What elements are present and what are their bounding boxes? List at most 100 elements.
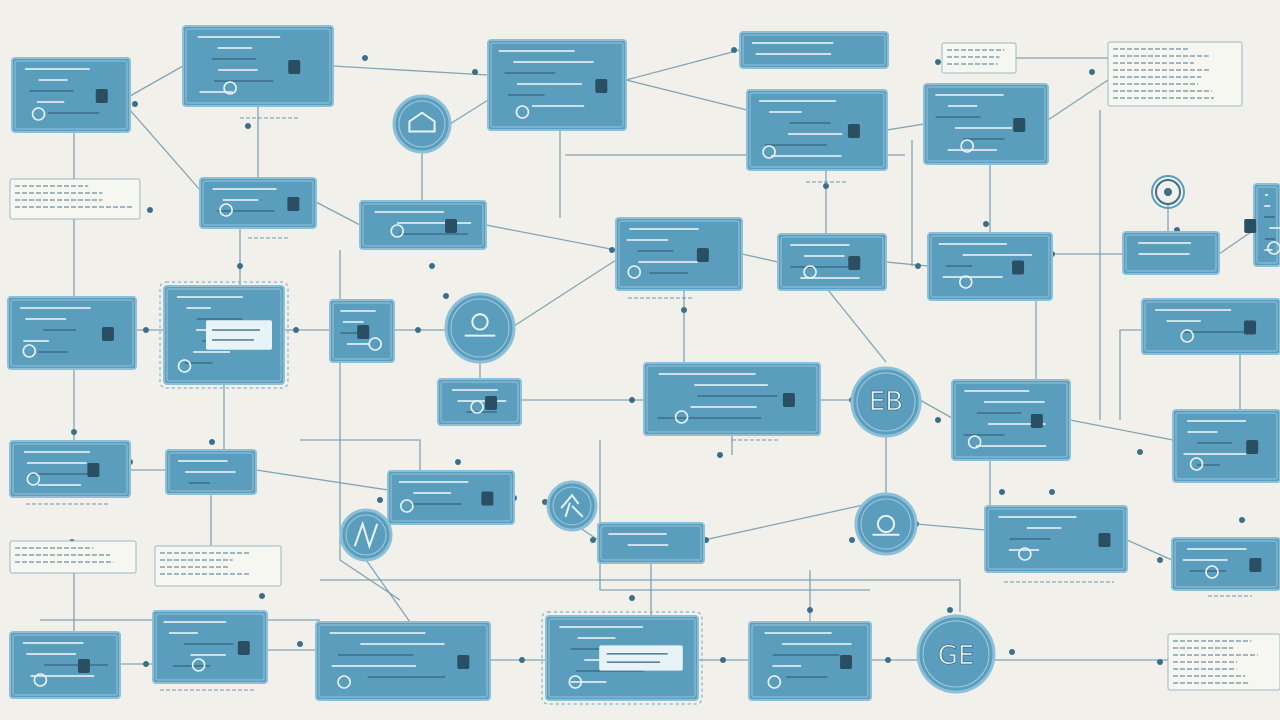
flow-node-box <box>984 505 1128 573</box>
connector-line <box>915 523 986 531</box>
connector-dot <box>415 327 421 333</box>
connector-line <box>485 224 617 251</box>
flow-node-box <box>1171 537 1280 591</box>
flow-node-circle <box>1151 175 1185 209</box>
connector-dot <box>1157 659 1163 665</box>
flow-node-box <box>1141 298 1280 355</box>
flow-node-box <box>746 89 888 171</box>
flow-node-box <box>615 217 743 291</box>
connector-dot <box>731 47 737 53</box>
connector-dot <box>1239 517 1245 523</box>
connector-dot <box>429 263 435 269</box>
connector-dot <box>590 537 596 543</box>
connector-dot <box>609 247 615 253</box>
connector-dot <box>443 293 449 299</box>
connector-line <box>885 261 929 267</box>
connector-dot <box>209 439 215 445</box>
connector-dot <box>915 263 921 269</box>
flow-node-box <box>541 611 703 705</box>
text-note-card <box>154 545 282 587</box>
flow-node-box <box>777 233 887 291</box>
flow-node-box <box>437 378 522 426</box>
connector-line <box>599 440 870 591</box>
connector-line <box>625 49 741 81</box>
connector-dot <box>542 499 548 505</box>
connector-dot <box>823 183 829 189</box>
connector-line <box>129 109 201 191</box>
flow-node-box <box>359 200 487 250</box>
connector-line <box>300 439 421 471</box>
flow-node-box <box>9 440 131 498</box>
flow-node-box <box>951 379 1071 461</box>
flow-node-box <box>1122 231 1220 275</box>
connector-line <box>625 79 748 111</box>
flow-node-box <box>597 522 705 564</box>
flow-node-box <box>315 621 491 701</box>
flow-node-circle <box>850 366 922 438</box>
flow-node-box <box>7 296 137 370</box>
connector-dot <box>1089 69 1095 75</box>
flow-node-box <box>9 631 121 699</box>
connector-dot <box>849 537 855 543</box>
flow-node-box <box>1244 183 1280 267</box>
connector-line <box>886 123 925 131</box>
flow-node-box <box>11 57 131 133</box>
connector-dot <box>720 657 726 663</box>
flow-node-circle <box>916 614 996 694</box>
flow-node-box <box>387 470 515 525</box>
flow-node-box <box>643 362 821 436</box>
flow-node-box <box>182 25 334 107</box>
connector-line <box>1126 539 1173 561</box>
connector-line <box>365 559 411 623</box>
text-note-card <box>941 42 1017 74</box>
connector-dot <box>377 497 383 503</box>
connector-line <box>315 201 361 226</box>
connector-dot <box>1157 557 1163 563</box>
connector-dot <box>71 429 77 435</box>
connector-dot <box>983 221 989 227</box>
flow-node-box <box>739 31 889 69</box>
connector-line <box>129 65 184 97</box>
connector-dot <box>293 327 299 333</box>
connector-line <box>919 399 953 419</box>
connector-dot <box>143 661 149 667</box>
connector-dot <box>1137 449 1143 455</box>
flow-node-circle <box>444 292 516 364</box>
connector-line <box>513 259 617 327</box>
connector-dot <box>999 489 1005 495</box>
connector-line <box>332 65 489 76</box>
connector-dot <box>717 452 723 458</box>
flow-node-box <box>165 449 257 495</box>
connector-line <box>827 289 887 363</box>
connector-dot <box>1049 489 1055 495</box>
connector-line <box>1069 419 1174 441</box>
connector-dot <box>143 327 149 333</box>
connector-dot <box>935 59 941 65</box>
connector-dot <box>132 101 138 107</box>
text-note-card <box>1167 633 1280 691</box>
flow-node-box <box>329 299 395 363</box>
connector-dot <box>629 595 635 601</box>
connector-line <box>255 469 389 491</box>
connector-dot <box>245 123 251 129</box>
flow-node-circle <box>854 492 918 556</box>
connector-line <box>1047 79 1109 121</box>
flow-node-circle <box>546 480 598 532</box>
connector-dot <box>472 69 478 75</box>
flow-node-box <box>152 610 268 684</box>
connector-dot <box>455 459 461 465</box>
connector-dot <box>259 593 265 599</box>
text-note-card <box>1107 41 1243 107</box>
flow-node-box <box>199 177 317 229</box>
connector-dot <box>297 641 303 647</box>
connector-dot <box>519 657 525 663</box>
connector-dot <box>681 307 687 313</box>
flow-node-box <box>927 232 1053 301</box>
note-layer <box>9 41 1280 691</box>
connector-dot <box>807 607 813 613</box>
flow-node-box <box>923 83 1049 165</box>
flow-node-box <box>487 39 627 131</box>
connector-dot <box>237 263 243 269</box>
connector-line <box>1218 229 1255 255</box>
flow-node-circle <box>339 508 393 562</box>
